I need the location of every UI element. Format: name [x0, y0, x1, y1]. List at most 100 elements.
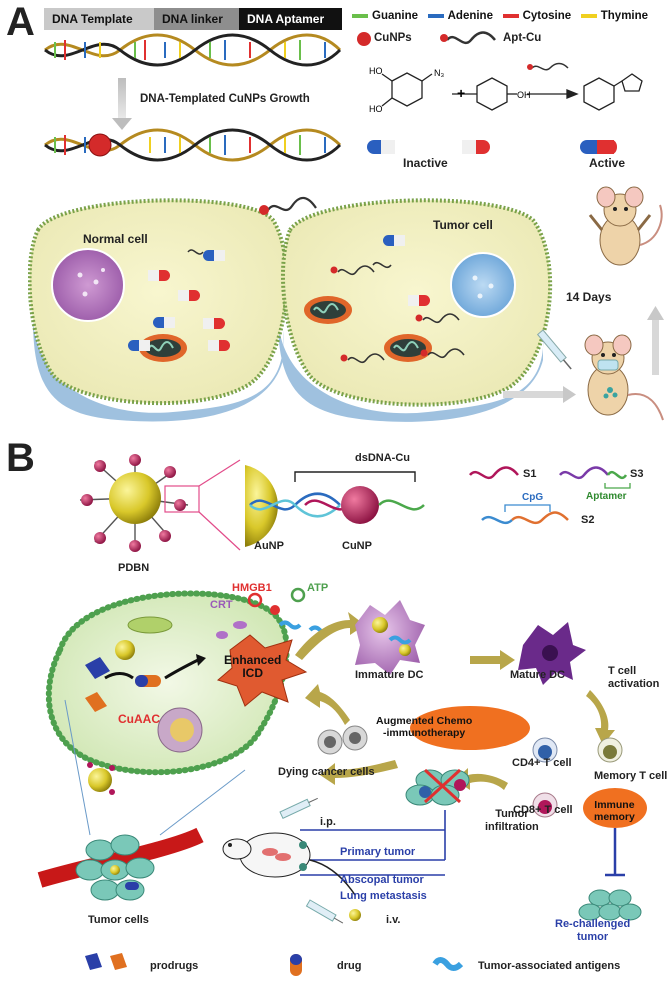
svg-text:+: + — [457, 85, 465, 101]
s1-label: S1 — [523, 468, 537, 480]
lung-metastasis-label: Lung metastasis — [340, 890, 427, 902]
drug-icon — [290, 954, 302, 976]
svg-text:HO: HO — [369, 104, 383, 114]
legend-icons — [357, 31, 496, 46]
dying-cells-label: Dying cancer cells — [278, 766, 375, 778]
segment-dna-template: DNA Template — [44, 8, 154, 30]
panel-a-letter: A — [6, 0, 35, 44]
t-cell-activation-label: T cell activation — [608, 665, 660, 690]
cancer-cell — [45, 590, 290, 776]
dying-cells — [317, 725, 368, 755]
infiltrated-tumor — [405, 768, 470, 806]
growth-arrow — [112, 78, 132, 130]
augmented-label: Augmented Chemo -immunotherapy — [376, 715, 473, 739]
antigen-icon — [432, 957, 464, 971]
mouse-top-view — [222, 832, 356, 896]
mature-dc — [518, 622, 586, 685]
cunp-legend-icon — [357, 32, 371, 46]
mouse-healthy — [588, 186, 663, 266]
normal-cell-label: Normal cell — [83, 232, 148, 246]
panel-a-strands — [44, 33, 342, 162]
normal-nucleus — [51, 248, 125, 322]
iv-label: i.v. — [386, 914, 401, 926]
rechallenged-cluster — [578, 889, 642, 921]
cunp-sphere — [88, 133, 112, 157]
aptamer-label: Aptamer — [586, 491, 627, 502]
enhanced-icd-label: Enhanced ICD — [224, 653, 282, 680]
legend-adenine: Adenine — [427, 10, 493, 22]
pill-red-inactive — [462, 140, 490, 154]
arrow-to-mouse — [503, 386, 576, 403]
mouse-treated — [584, 334, 664, 421]
svg-text:OH: OH — [517, 90, 531, 100]
pdbn-near-cell — [87, 762, 115, 795]
tumor-cells-label: Tumor cells — [88, 914, 149, 926]
atp-label: ATP — [307, 582, 329, 594]
legend-prodrugs-label: prodrugs — [150, 960, 199, 972]
tumor-nucleus — [450, 252, 516, 318]
s2-label: S2 — [581, 514, 595, 526]
legend-guanine: Guanine — [352, 10, 418, 22]
tumor-infiltration-label: Tumor infiltration — [485, 808, 539, 833]
svg-text:N₃: N₃ — [434, 68, 444, 78]
augmented-ellipse — [410, 706, 530, 750]
abscopal-tumor-label: Abscopal tumor — [340, 874, 424, 886]
flow-arrows — [295, 612, 615, 790]
damps — [216, 587, 332, 639]
bottom-legend-icons — [85, 953, 464, 976]
immature-dc-label: Immature DC — [355, 669, 424, 681]
ip-label: i.p. — [320, 816, 336, 828]
dsdna-cu-zoom — [245, 465, 425, 547]
syringe-iv-icon — [305, 899, 344, 924]
immune-memory-label: Immune memory — [594, 799, 635, 823]
base-legend: Guanine Adenine Cytosine Thymine — [352, 10, 672, 22]
cells-illustration — [28, 196, 664, 422]
cuaac-label: CuAAC — [118, 712, 160, 726]
prodrug-blue — [85, 657, 110, 679]
tumor-tissue — [37, 827, 204, 901]
legend-thymine: Thymine — [580, 10, 648, 22]
arrow-up — [647, 306, 664, 375]
normal-cell — [28, 198, 289, 406]
t-cells — [532, 737, 623, 818]
segment-dna-aptamer: DNA Aptamer — [239, 8, 342, 30]
free-apt-cu — [259, 196, 317, 215]
crt-label: CRT — [210, 599, 233, 611]
syringe-icon — [536, 329, 572, 370]
dna-helix-bottom — [44, 128, 342, 162]
primary-tumor-label: Primary tumor — [340, 846, 416, 858]
cd8-label: CD8+ T cell — [513, 804, 573, 816]
drug-combined — [135, 675, 161, 687]
s3-label: S3 — [630, 468, 644, 480]
strand-legend — [469, 466, 631, 525]
mechanism-illustration — [37, 587, 647, 924]
pdbn-label: PDBN — [118, 562, 150, 574]
legend-drug-label: drug — [337, 960, 362, 972]
segment-dna-linker: DNA linker — [154, 8, 239, 30]
icd-burst — [216, 634, 308, 707]
inactive-label: Inactive — [403, 156, 448, 170]
immature-dc — [355, 600, 425, 675]
legend-cytosine: Cytosine — [502, 10, 571, 22]
mitochondrion — [139, 334, 187, 362]
panel-b-letter: B — [6, 436, 35, 480]
tumor-lines — [300, 810, 446, 876]
active-label: Active — [589, 156, 626, 170]
aunp-label: AuNP — [254, 540, 284, 552]
dna-helix-top — [44, 33, 342, 67]
pdbn-small — [115, 640, 135, 660]
cunp-label: CuNP — [342, 540, 372, 552]
cd4-label: CD4+ T cell — [512, 757, 572, 769]
tumor-cell-label: Tumor cell — [433, 218, 493, 232]
prodrug-orange — [85, 692, 107, 712]
pill-blue-inactive — [367, 140, 395, 154]
reaction-scheme: N₃ HO HO OH + — [367, 62, 643, 154]
syringe-ip-icon — [279, 797, 318, 820]
aptcu-legend-icon — [446, 31, 496, 45]
cpg-label: CpG — [522, 492, 544, 503]
immune-memory-ellipse — [583, 788, 647, 828]
pdbn-particle — [79, 454, 200, 552]
growth-label: DNA-Templated CuNPs Growth — [140, 93, 310, 105]
days-label: 14 Days — [566, 290, 612, 304]
pill-active — [580, 140, 617, 154]
